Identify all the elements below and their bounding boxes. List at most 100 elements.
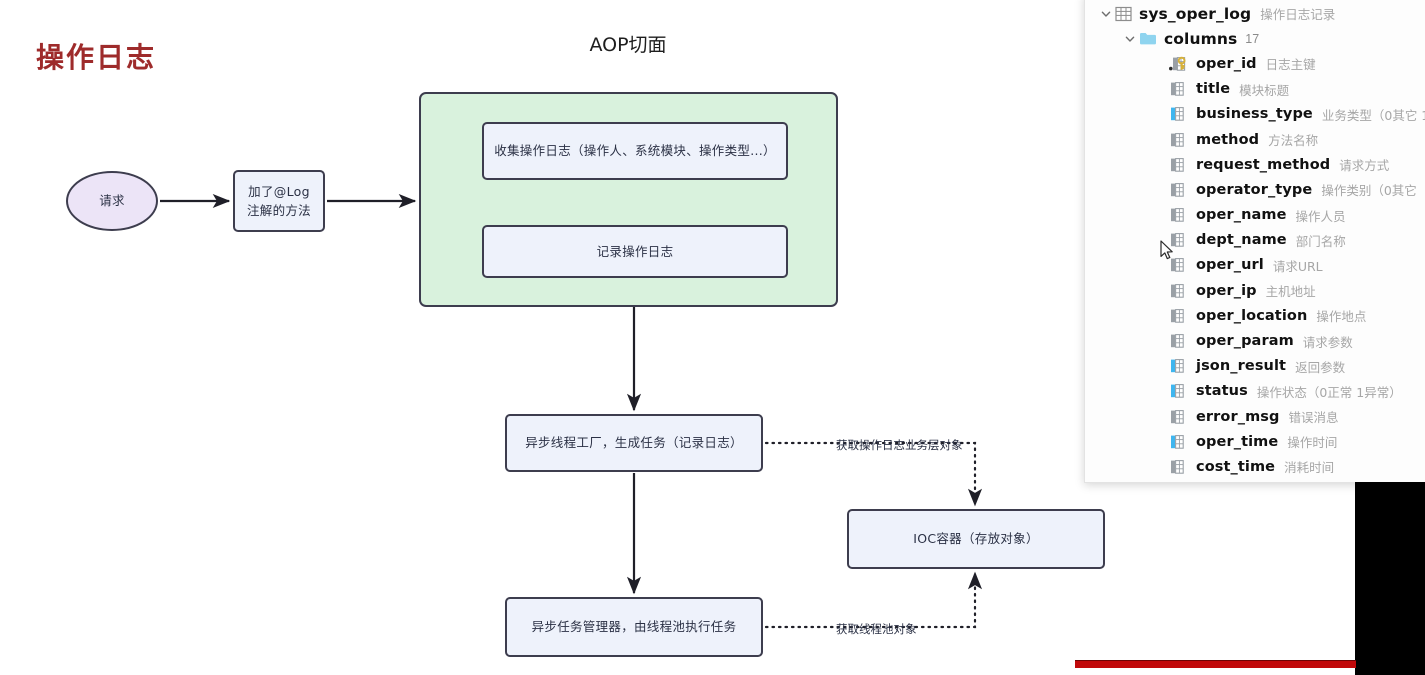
column-name: business_type bbox=[1196, 106, 1313, 123]
tree-indent-spacer bbox=[1151, 332, 1169, 350]
column-icon bbox=[1169, 132, 1189, 148]
tree-indent-spacer bbox=[1151, 55, 1169, 73]
aop-section-title: AOP切面 bbox=[589, 34, 667, 56]
column-comment: 操作人员 bbox=[1295, 208, 1346, 224]
table-comment: 操作日志记录 bbox=[1260, 7, 1336, 23]
table-icon bbox=[1115, 6, 1132, 22]
columns-folder-label: columns bbox=[1164, 29, 1238, 48]
column-comment: 业务类型（0其它 1 bbox=[1321, 107, 1425, 123]
tree-row-column[interactable]: oper_param 请求参数 bbox=[1085, 328, 1425, 353]
tree-row-column[interactable]: oper_id 日志主键 bbox=[1085, 51, 1425, 76]
column-icon bbox=[1169, 459, 1189, 475]
column-icon bbox=[1169, 308, 1189, 324]
column-comment: 主机地址 bbox=[1265, 284, 1316, 300]
column-name: oper_param bbox=[1196, 333, 1294, 350]
column-comment: 操作时间 bbox=[1287, 435, 1338, 451]
tree-row-column[interactable]: status 操作状态（0正常 1异常） bbox=[1085, 379, 1425, 404]
column-name: title bbox=[1196, 81, 1231, 98]
tree-indent-spacer bbox=[1151, 131, 1169, 149]
edge-label-get-thread-pool-object: 获取线程池对象 bbox=[836, 622, 917, 636]
column-icon bbox=[1169, 283, 1189, 299]
black-overlay-panel bbox=[1355, 482, 1425, 675]
column-icon bbox=[1169, 157, 1189, 173]
chevron-down-icon[interactable] bbox=[1097, 5, 1115, 23]
tree-row-column[interactable]: error_msg 错误消息 bbox=[1085, 404, 1425, 429]
node-async-thread-factory: 异步线程工厂，生成任务（记录日志） bbox=[505, 414, 763, 472]
tree-row-column[interactable]: title 模块标题 bbox=[1085, 77, 1425, 102]
node-ioc-container-label: IOC容器（存放对象） bbox=[913, 531, 1039, 547]
column-name: oper_name bbox=[1196, 207, 1287, 224]
column-name: request_method bbox=[1196, 156, 1331, 173]
chevron-down-icon[interactable] bbox=[1121, 30, 1139, 48]
column-list: oper_id 日志主键 title 模块标题 business_type 业务类型（0其… bbox=[1085, 51, 1425, 479]
tree-row-table[interactable]: sys_oper_log 操作日志记录 bbox=[1085, 1, 1425, 26]
column-name: json_result bbox=[1196, 358, 1287, 375]
node-ioc-container: IOC容器（存放对象） bbox=[847, 509, 1105, 569]
column-icon bbox=[1169, 182, 1189, 198]
tree-row-column[interactable]: oper_location 操作地点 bbox=[1085, 303, 1425, 328]
primary-key-column-icon bbox=[1169, 56, 1189, 72]
column-name: dept_name bbox=[1196, 232, 1287, 249]
node-async-thread-factory-label: 异步线程工厂，生成任务（记录日志） bbox=[525, 435, 743, 451]
node-async-task-manager-label: 异步任务管理器，由线程池执行任务 bbox=[531, 619, 737, 635]
node-record-oper-log: 记录操作日志 bbox=[482, 225, 788, 278]
tree-indent-spacer bbox=[1151, 357, 1169, 375]
column-name: method bbox=[1196, 131, 1260, 148]
column-icon bbox=[1169, 434, 1189, 450]
node-record-oper-log-label: 记录操作日志 bbox=[596, 243, 674, 259]
folder-icon bbox=[1139, 31, 1157, 46]
tree-indent-spacer bbox=[1151, 382, 1169, 400]
tree-row-column[interactable]: dept_name 部门名称 bbox=[1085, 228, 1425, 253]
columns-count: 17 bbox=[1245, 31, 1260, 46]
column-name: oper_url bbox=[1196, 257, 1264, 274]
column-icon bbox=[1169, 106, 1189, 122]
tree-row-column[interactable]: business_type 业务类型（0其它 1 bbox=[1085, 102, 1425, 127]
column-icon bbox=[1169, 207, 1189, 223]
column-comment: 部门名称 bbox=[1295, 233, 1346, 249]
column-comment: 模块标题 bbox=[1239, 82, 1290, 98]
column-icon bbox=[1169, 358, 1189, 374]
column-comment: 方法名称 bbox=[1268, 133, 1319, 149]
tree-indent-spacer bbox=[1151, 80, 1169, 98]
column-name: operator_type bbox=[1196, 181, 1313, 198]
progress-bar[interactable] bbox=[1075, 661, 1356, 668]
column-name: status bbox=[1196, 383, 1248, 400]
column-name: oper_location bbox=[1196, 307, 1308, 324]
column-icon bbox=[1169, 81, 1189, 97]
tree-indent-spacer bbox=[1151, 307, 1169, 325]
tree-row-columns-folder[interactable]: columns 17 bbox=[1085, 26, 1425, 51]
tree-row-column[interactable]: oper_name 操作人员 bbox=[1085, 203, 1425, 228]
node-collect-oper-log-label: 收集操作日志（操作人、系统模块、操作类型...） bbox=[494, 143, 776, 159]
edge-label-get-business-object: 获取操作日志业务层对象 bbox=[836, 438, 963, 452]
column-comment: 操作地点 bbox=[1316, 309, 1367, 325]
node-async-task-manager: 异步任务管理器，由线程池执行任务 bbox=[505, 597, 763, 657]
column-icon bbox=[1169, 257, 1189, 273]
database-structure-panel[interactable]: sys_oper_log 操作日志记录 columns 17 oper_id 日志… bbox=[1084, 0, 1425, 483]
tree-indent-spacer bbox=[1151, 206, 1169, 224]
column-comment: 操作状态（0正常 1异常） bbox=[1256, 384, 1402, 400]
tree-indent-spacer bbox=[1151, 408, 1169, 426]
column-comment: 日志主键 bbox=[1265, 57, 1316, 73]
column-comment: 消耗时间 bbox=[1284, 460, 1335, 476]
column-name: error_msg bbox=[1196, 408, 1280, 425]
node-request: 请求 bbox=[66, 171, 158, 231]
tree-indent-spacer bbox=[1151, 282, 1169, 300]
page-title: 操作日志 bbox=[36, 41, 157, 74]
column-icon bbox=[1169, 232, 1189, 248]
tree-indent-spacer bbox=[1151, 433, 1169, 451]
table-name: sys_oper_log bbox=[1139, 4, 1252, 23]
tree-row-column[interactable]: method 方法名称 bbox=[1085, 127, 1425, 152]
column-comment: 错误消息 bbox=[1288, 410, 1339, 426]
column-comment: 请求参数 bbox=[1302, 334, 1353, 350]
column-name: oper_id bbox=[1196, 55, 1257, 72]
